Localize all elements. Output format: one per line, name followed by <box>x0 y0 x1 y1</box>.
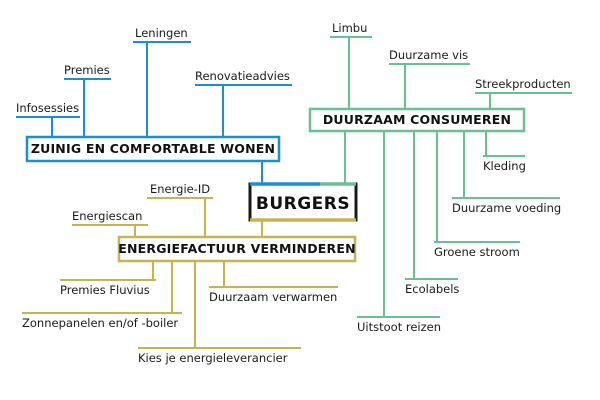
leaf-duurzaam-verwarmen: Duurzaam verwarmen <box>209 290 337 304</box>
leaf-premies: Premies <box>64 63 110 77</box>
blue-hub-title: ZUINIG EN COMFORTABLE WONEN <box>31 141 275 156</box>
green-hub-box <box>308 107 526 133</box>
leaf-energie-id: Energie-ID <box>150 182 210 196</box>
leaf-groene-stroom: Groene stroom <box>434 245 520 259</box>
leaf-duurzame-vis: Duurzame vis <box>389 48 468 62</box>
center-box <box>248 182 358 222</box>
leaf-leningen: Leningen <box>135 26 188 40</box>
leaf-duurzame-voeding: Duurzame voeding <box>452 201 561 215</box>
leaf-infosessies: Infosessies <box>16 101 79 115</box>
blue-branch <box>16 41 292 184</box>
center-label: BURGERS <box>256 194 350 214</box>
leaf-uitstoot-reizen: Uitstoot reizen <box>357 320 441 334</box>
gold-branch <box>22 197 338 349</box>
leaf-zonnepanelen: Zonnepanelen en/of -boiler <box>22 316 178 330</box>
leaf-kleding: Kleding <box>483 159 526 173</box>
leaf-energieleverancier: Kies je energieleverancier <box>138 351 288 365</box>
blue-hub-box <box>25 135 281 163</box>
gold-hub-box <box>117 235 357 263</box>
leaf-renovatieadvies: Renovatieadvies <box>195 69 290 83</box>
leaf-ecolabels: Ecolabels <box>405 282 459 296</box>
gold-hub-title: ENERGIEFACTUUR VERMINDEREN <box>118 241 356 256</box>
leaf-energiescan: Energiescan <box>72 209 142 223</box>
green-hub-title: DUURZAAM CONSUMEREN <box>323 112 511 127</box>
leaf-limbu: Limbu <box>332 21 367 35</box>
leaf-streekproducten: Streekproducten <box>475 77 571 91</box>
green-branch <box>330 36 572 318</box>
leaf-premies-fluvius: Premies Fluvius <box>60 283 150 297</box>
